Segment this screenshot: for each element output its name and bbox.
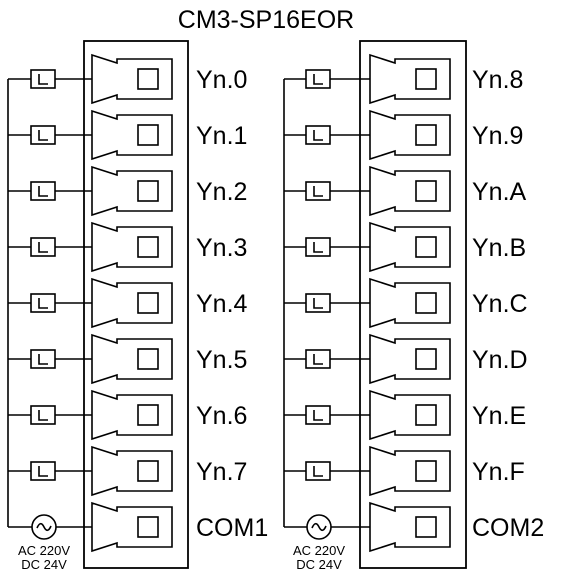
terminal-screw-icon [91,53,173,105]
supply-voltage-ac-label: AC 220V [18,543,70,558]
supply-voltage-dc-label: DC 24V [21,557,67,572]
sine-wave-mark [311,522,327,532]
screw-head-icon [415,236,437,258]
load-relay-icon [30,237,56,257]
load-relay-icon [305,125,331,145]
load-symbol-mark [38,466,48,477]
load-relay-icon [305,237,331,257]
load-relay-icon [305,461,331,481]
terminal-screw-icon [369,165,451,217]
load-symbol-mark [313,298,323,309]
load-relay-icon [305,349,331,369]
load-relay-icon [30,349,56,369]
load-symbol-mark [38,242,48,253]
screw-head-icon [137,68,159,90]
load-symbol-mark [38,74,48,85]
screw-head-icon [415,460,437,482]
terminal-label: Yn.F [472,458,525,486]
terminal-screw-icon [369,221,451,273]
common-terminal-label: COM2 [472,514,544,542]
load-symbol-mark [313,466,323,477]
terminal-screw-icon [91,501,173,553]
screw-head-icon [415,180,437,202]
right-group: Yn.8Yn.9Yn.A Yn.B Yn.C Yn.D Yn.E Yn.F AC 220VD… [283,40,544,572]
screw-head-icon [137,236,159,258]
screw-head-icon [415,516,437,538]
terminal-screw-icon [91,109,173,161]
load-symbol-mark [38,354,48,365]
terminal-screw-icon [369,333,451,385]
terminal-label: Yn.E [472,402,526,430]
terminal-screw-icon [91,333,173,385]
terminal-screw-icon [369,53,451,105]
terminal-screw-icon [91,277,173,329]
terminal-screw-icon [369,277,451,329]
terminal-screw-icon [369,389,451,441]
terminal-screw-icon [91,389,173,441]
load-symbol-mark [38,298,48,309]
terminal-screw-icon [369,109,451,161]
terminal-label: Yn.6 [196,402,247,430]
load-symbol-mark [38,130,48,141]
terminal-label: Yn.1 [196,122,247,150]
load-symbol-mark [313,410,323,421]
screw-head-icon [137,348,159,370]
supply-voltage-ac-label: AC 220V [293,543,345,558]
terminal-block-frame [359,40,467,569]
screw-head-icon [415,68,437,90]
screw-head-icon [137,124,159,146]
terminal-label: Yn.7 [196,458,247,486]
screw-head-icon [415,124,437,146]
load-symbol-mark [38,186,48,197]
terminal-label: Yn.2 [196,178,247,206]
screw-head-icon [415,404,437,426]
terminal-label: Yn.8 [472,66,523,94]
terminal-block-frame [83,40,189,569]
load-symbol-mark [313,186,323,197]
load-symbol-mark [313,74,323,85]
left-group: Yn.0Yn.1Yn.2Yn.3Yn.4Yn.5Yn.6Yn.7 AC 220VD… [7,40,268,572]
terminal-label: Yn.9 [472,122,523,150]
load-relay-icon [30,461,56,481]
load-relay-icon [305,69,331,89]
terminal-label: Yn.0 [196,66,247,94]
load-symbol-mark [313,354,323,365]
load-relay-icon [30,69,56,89]
screw-head-icon [137,404,159,426]
terminal-screw-icon [91,221,173,273]
screw-head-icon [137,180,159,202]
terminal-label: Yn.4 [196,290,248,318]
load-relay-icon [30,181,56,201]
screw-head-icon [137,292,159,314]
terminal-screw-icon [91,445,173,497]
screw-head-icon [415,348,437,370]
load-relay-icon [305,293,331,313]
terminal-label: Yn.C [472,290,528,318]
terminal-label: Yn.5 [196,346,247,374]
load-relay-icon [305,181,331,201]
terminal-screw-icon [91,165,173,217]
load-symbol-mark [38,410,48,421]
terminal-screw-icon [369,501,451,553]
load-relay-icon [30,125,56,145]
terminal-screw-icon [369,445,451,497]
terminal-label: Yn.3 [196,234,247,262]
sine-wave-mark [36,522,52,532]
screw-head-icon [137,460,159,482]
load-symbol-mark [313,242,323,253]
terminal-label: Yn.B [472,234,526,262]
module-title: CM3-SP16EOR [178,6,354,34]
load-symbol-mark [313,130,323,141]
supply-voltage-dc-label: DC 24V [296,557,342,572]
load-relay-icon [30,293,56,313]
terminal-label: Yn.A [472,178,527,206]
screw-head-icon [415,292,437,314]
terminal-label: Yn.D [472,346,528,374]
load-relay-icon [30,405,56,425]
load-relay-icon [305,405,331,425]
common-terminal-label: COM1 [196,514,268,542]
screw-head-icon [137,516,159,538]
